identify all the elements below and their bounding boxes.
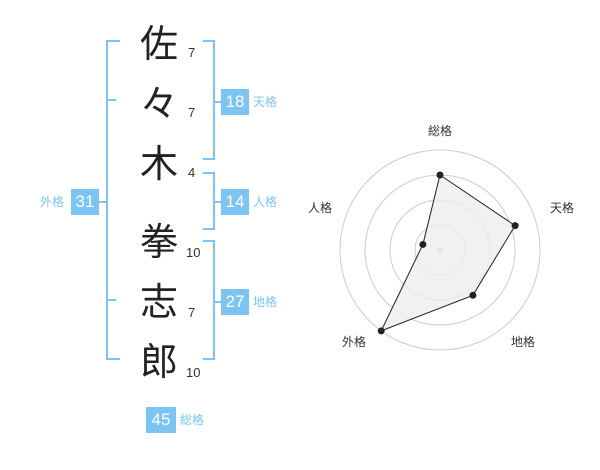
soukaku-label: 総格 — [180, 413, 205, 427]
stroke-count-3: 4 — [188, 165, 196, 180]
name-char-5: 志 — [139, 280, 178, 324]
radar-point-1 — [436, 171, 444, 179]
stroke-count-5: 7 — [188, 305, 196, 320]
radar-ring-4 — [339, 149, 541, 351]
chikaku-label: 地格 — [253, 295, 278, 309]
jinkaku-badge: 14 — [221, 189, 249, 215]
stroke-count-4: 10 — [186, 245, 201, 260]
radar-point-3 — [469, 291, 477, 299]
radar-axis-label-tenkaku: 天格 — [550, 201, 575, 215]
jinkaku-label: 人格 — [253, 195, 278, 209]
name-char-3: 木 — [139, 142, 178, 186]
radar-point-4 — [377, 327, 385, 335]
radar-axis-label-gaikaku: 外格 — [342, 335, 367, 349]
radar-axis-label-chikaku: 地格 — [511, 335, 536, 349]
soukaku-badge: 45 — [146, 407, 176, 433]
stroke-count-2: 7 — [188, 105, 196, 120]
tenkaku-label: 天格 — [253, 95, 278, 109]
stroke-count-1: 7 — [188, 45, 196, 60]
gaikaku-badge: 31 — [71, 189, 99, 215]
radar-axis-label-soukaku: 総格 — [428, 124, 453, 138]
name-char-1: 佐 — [139, 22, 178, 66]
name-char-4: 拳 — [139, 220, 178, 264]
stroke-count-6: 10 — [186, 365, 201, 380]
gaikaku-label: 外格 — [40, 195, 65, 209]
radar-axis-label-jinkaku: 人格 — [308, 201, 333, 215]
radar-point-5 — [419, 240, 427, 248]
tenkaku-badge: 18 — [221, 89, 249, 115]
radar-polygon — [380, 174, 516, 332]
chikaku-badge: 27 — [221, 289, 249, 315]
radar-point-2 — [511, 222, 519, 230]
name-char-6: 郎 — [139, 340, 178, 384]
name-char-2: 々 — [139, 82, 178, 126]
